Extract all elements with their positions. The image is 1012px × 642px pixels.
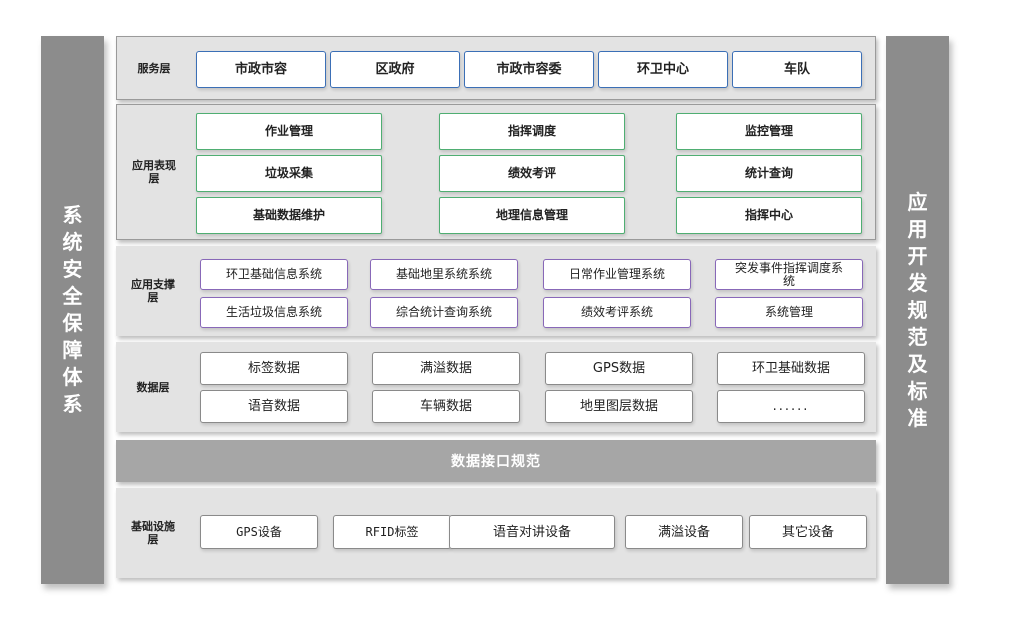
dev-standards-bar: 应用开发规范及标准 (886, 36, 949, 584)
dev-standards-label: 应用开发规范及标准 (907, 189, 928, 430)
support-box: 环卫基础信息系统 (200, 259, 348, 290)
device-box: 语音对讲设备 (449, 515, 615, 549)
presentation-box: 监控管理 (676, 113, 862, 150)
support-box: 系统管理 (715, 297, 863, 328)
presentation-box: 绩效考评 (439, 155, 625, 192)
security-system-bar: 系统安全保障体系 (41, 36, 104, 584)
security-system-label: 系统安全保障体系 (62, 203, 83, 416)
service-box: 市政市容委 (464, 51, 594, 88)
data-interface-spec-bar: 数据接口规范 (116, 440, 876, 482)
infrastructure-layer: 基础设施层 GPS设备 RFID标签 语音对讲设备 满溢设备 其它设备 (116, 488, 876, 578)
service-box: 环卫中心 (598, 51, 728, 88)
data-box: 满溢数据 (372, 352, 520, 385)
data-box: GPS数据 (545, 352, 693, 385)
presentation-box: 指挥中心 (676, 197, 862, 234)
device-box: 其它设备 (749, 515, 867, 549)
device-box: RFID标签 (333, 515, 451, 549)
presentation-box: 地理信息管理 (439, 197, 625, 234)
layer-label: 应用表现层 (132, 159, 176, 185)
support-box: 综合统计查询系统 (370, 297, 518, 328)
data-box: 语音数据 (200, 390, 348, 423)
layer-label: 数据层 (136, 380, 170, 394)
presentation-box: 作业管理 (196, 113, 382, 150)
service-box: 车队 (732, 51, 862, 88)
presentation-box: 指挥调度 (439, 113, 625, 150)
support-box: 绩效考评系统 (543, 297, 691, 328)
data-box: 车辆数据 (372, 390, 520, 423)
presentation-box: 统计查询 (676, 155, 862, 192)
data-box: 地里图层数据 (545, 390, 693, 423)
device-box: GPS设备 (200, 515, 318, 549)
device-box: 满溢设备 (625, 515, 743, 549)
support-box: 突发事件指挥调度系统 (715, 259, 863, 290)
layer-label: 应用支撑层 (131, 278, 175, 304)
data-box: ...... (717, 390, 865, 423)
layer-label: 基础设施层 (131, 520, 175, 546)
data-interface-spec-label: 数据接口规范 (451, 454, 541, 470)
service-box: 市政市容 (196, 51, 326, 88)
support-box: 生活垃圾信息系统 (200, 297, 348, 328)
layer-label: 服务层 (137, 61, 171, 75)
presentation-box: 垃圾采集 (196, 155, 382, 192)
data-layer: 数据层 标签数据 满溢数据 GPS数据 环卫基础数据 语音数据 车辆数据 地里图… (116, 342, 876, 432)
support-box: 日常作业管理系统 (543, 259, 691, 290)
presentation-box: 基础数据维护 (196, 197, 382, 234)
support-layer: 应用支撑层 环卫基础信息系统 基础地里系统系统 日常作业管理系统 突发事件指挥调… (116, 246, 876, 336)
data-box: 标签数据 (200, 352, 348, 385)
service-layer: 服务层 市政市容 区政府 市政市容委 环卫中心 车队 (116, 36, 876, 100)
support-box: 基础地里系统系统 (370, 259, 518, 290)
presentation-layer: 应用表现层 作业管理 指挥调度 监控管理 垃圾采集 绩效考评 统计查询 基础数据… (116, 104, 876, 240)
data-box: 环卫基础数据 (717, 352, 865, 385)
service-box: 区政府 (330, 51, 460, 88)
